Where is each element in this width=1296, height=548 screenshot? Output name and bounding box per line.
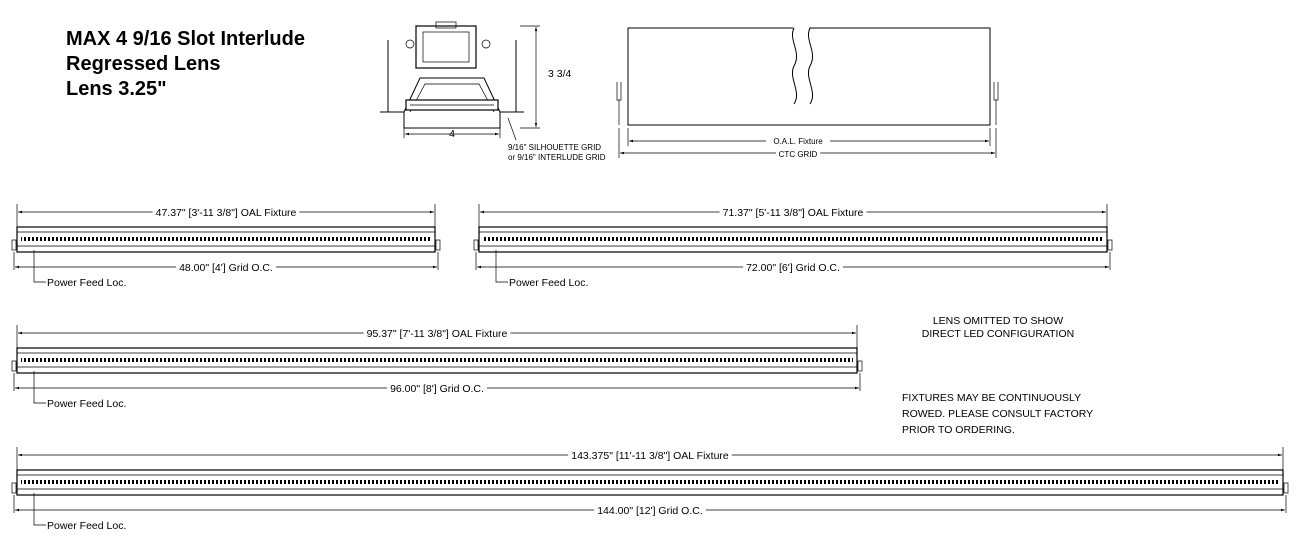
oal-label: O.A.L. Fixture	[773, 137, 823, 146]
driver-box	[415, 25, 477, 69]
break-line-right	[808, 27, 814, 105]
fixture-4: 143.375" [11'-11 3/8"] OAL Fixture 144.00…	[11, 447, 1289, 532]
oal-label: 47.37" [3'-11 3/8"] OAL Fixture	[156, 207, 297, 219]
led-strip	[21, 358, 853, 362]
title-line-1: MAX 4 9/16 Slot Interlude	[66, 28, 305, 50]
power-feed-label: Power Feed Loc.	[47, 398, 126, 410]
fixture-1: 47.37" [3'-11 3/8"] OAL Fixture 48.00" [4…	[11, 204, 441, 289]
grid-label: 48.00" [4'] Grid O.C.	[179, 262, 273, 274]
power-feed-label: Power Feed Loc.	[47, 277, 126, 289]
oal-label: 143.375" [11'-11 3/8"] OAL Fixture	[571, 450, 729, 462]
oal-label: 71.37" [5'-11 3/8"] OAL Fixture	[723, 207, 864, 219]
reflector	[403, 77, 501, 113]
power-feed-label: Power Feed Loc.	[47, 520, 126, 532]
row-note-1: FIXTURES MAY BE CONTINUOUSLY	[902, 392, 1081, 404]
height-label: 3 3/4	[548, 68, 572, 80]
lens-note-1: LENS OMITTED TO SHOW	[933, 315, 1063, 327]
title-line-3: Lens 3.25"	[66, 78, 167, 100]
led-strip	[21, 480, 1279, 484]
power-feed-label: Power Feed Loc.	[509, 277, 588, 289]
oal-label: 95.37" [7'-11 3/8"] OAL Fixture	[367, 328, 508, 340]
led-strip	[21, 237, 431, 241]
fixture-3: 95.37" [7'-11 3/8"] OAL Fixture 96.00" [8…	[11, 325, 863, 410]
row-note-3: PRIOR TO ORDERING.	[902, 424, 1015, 436]
grid-label: 96.00" [8'] Grid O.C.	[390, 383, 484, 395]
grid-label: 72.00" [6'] Grid O.C.	[746, 262, 840, 274]
section-view: 4 3 3/4 9/16" SILHOUETTE GRID or 9/16" I…	[380, 21, 606, 162]
title-block: MAX 4 9/16 Slot Interlude Regressed Lens…	[66, 28, 305, 100]
side-view: O.A.L. Fixture CTC GRID	[616, 26, 999, 159]
grid-note-1: 9/16" SILHOUETTE GRID	[508, 143, 601, 152]
led-strip	[483, 237, 1103, 241]
width-label: 4	[449, 128, 455, 140]
break-line-left	[792, 27, 798, 105]
title-line-2: Regressed Lens	[66, 53, 221, 75]
ctc-label: CTC GRID	[779, 150, 818, 159]
grid-label: 144.00" [12'] Grid O.C.	[597, 505, 703, 517]
lens-note-2: DIRECT LED CONFIGURATION	[922, 328, 1074, 340]
grid-note-2: or 9/16" INTERLUDE GRID	[508, 153, 606, 162]
notes-block: LENS OMITTED TO SHOW DIRECT LED CONFIGUR…	[902, 315, 1093, 436]
fixture-2: 71.37" [5'-11 3/8"] OAL Fixture 72.00" [6…	[473, 204, 1113, 289]
fixture-elevations: 47.37" [3'-11 3/8"] OAL Fixture 48.00" [4…	[11, 204, 1289, 532]
row-note-2: ROWED. PLEASE CONSULT FACTORY	[902, 408, 1093, 420]
side-housing	[627, 27, 991, 126]
